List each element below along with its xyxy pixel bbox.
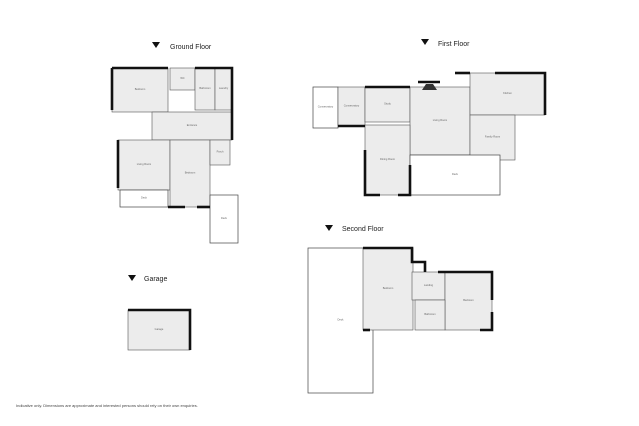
room-ground: Entrance — [151, 111, 233, 141]
room-shape — [469, 114, 516, 161]
room-label: Bedroom — [185, 171, 196, 175]
room-second: Landing — [411, 271, 446, 301]
room-ground: WC — [169, 67, 196, 91]
room-shape — [169, 139, 211, 208]
triangle-marker-icon — [128, 275, 136, 281]
room-garage: Garage — [127, 309, 191, 351]
room-label: Bedroom — [383, 286, 394, 290]
room-label: Laundry — [219, 86, 229, 90]
room-label: Conservatory — [318, 105, 334, 109]
room-label: Garage — [155, 327, 164, 331]
room-second: Bathroom — [414, 299, 446, 331]
room-shape — [409, 86, 471, 156]
garage-title: Garage — [144, 276, 167, 283]
room-label: Landing — [424, 283, 434, 287]
room-first: Deck — [409, 154, 501, 196]
triangle-marker-icon — [325, 225, 333, 231]
room-label: Porch — [217, 150, 224, 154]
room-label: Kitchen — [503, 91, 512, 95]
room-ground: Bathroom — [194, 67, 216, 111]
room-first: Study — [364, 86, 411, 123]
room-ground: Deck — [209, 194, 239, 244]
room-shape — [411, 271, 446, 301]
room-label: Deck — [141, 196, 148, 200]
room-label: Study — [384, 102, 391, 106]
room-ground: Bedroom — [169, 139, 211, 208]
room-shape — [209, 139, 231, 166]
room-shape — [409, 154, 501, 196]
room-first: Conservatory — [312, 86, 339, 129]
room-label: Deck — [221, 216, 228, 220]
disclaimer-text: Indicative only. Dimensions are approxim… — [16, 403, 198, 408]
room-label: Bathroom — [424, 312, 435, 316]
room-label: Deck — [338, 318, 345, 322]
room-first: Family Room — [469, 114, 516, 161]
fireplace-icon — [422, 84, 437, 90]
room-label: Bedroom — [135, 87, 146, 91]
ground-floor-title: Ground Floor — [170, 44, 212, 51]
room-label: Entrance — [187, 123, 198, 127]
room-shape — [444, 271, 493, 331]
floor-titles: Ground Floor First Floor Second Floor Ga… — [128, 39, 470, 283]
room-label: Deck — [452, 172, 459, 176]
room-label: Family Room — [485, 135, 500, 139]
second-floor-title: Second Floor — [342, 226, 384, 233]
room-shape — [127, 309, 191, 351]
first-floor-title: First Floor — [438, 41, 470, 48]
room-first: Conservatory — [337, 86, 366, 127]
walls — [110, 66, 547, 350]
room-ground: Deck — [119, 189, 169, 208]
room-label: Living Room — [433, 118, 447, 122]
room-second: Deck — [307, 247, 374, 394]
triangle-marker-icon — [421, 39, 429, 45]
room-label: Bathroom — [199, 86, 210, 90]
room-label: WC — [180, 76, 184, 80]
room-shape — [469, 72, 546, 116]
room-ground: Porch — [209, 139, 231, 166]
room-ground: Laundry — [214, 67, 233, 111]
room-shape — [312, 86, 339, 129]
room-label: Conservatory — [344, 104, 360, 108]
room-shape — [307, 247, 374, 394]
room-second: Bedroom — [362, 247, 414, 331]
room-label: Living Room — [137, 162, 151, 166]
room-shape — [119, 189, 169, 208]
room-label: Dining Room — [380, 157, 395, 161]
room-first: Kitchen — [469, 72, 546, 116]
room-shape — [414, 299, 446, 331]
triangle-marker-icon — [152, 42, 160, 48]
room-ground: Living Room — [117, 139, 171, 191]
room-label: Bedroom — [463, 298, 474, 302]
room-shape — [209, 194, 239, 244]
room-ground: Bedroom — [111, 67, 169, 113]
room-shape — [364, 86, 411, 123]
room-shape — [364, 124, 411, 196]
room-second: Bedroom — [444, 271, 493, 331]
room-first: Living Room — [409, 86, 471, 156]
room-shape — [111, 67, 169, 113]
room-shape — [362, 247, 414, 331]
room-first: Dining Room — [364, 124, 411, 196]
